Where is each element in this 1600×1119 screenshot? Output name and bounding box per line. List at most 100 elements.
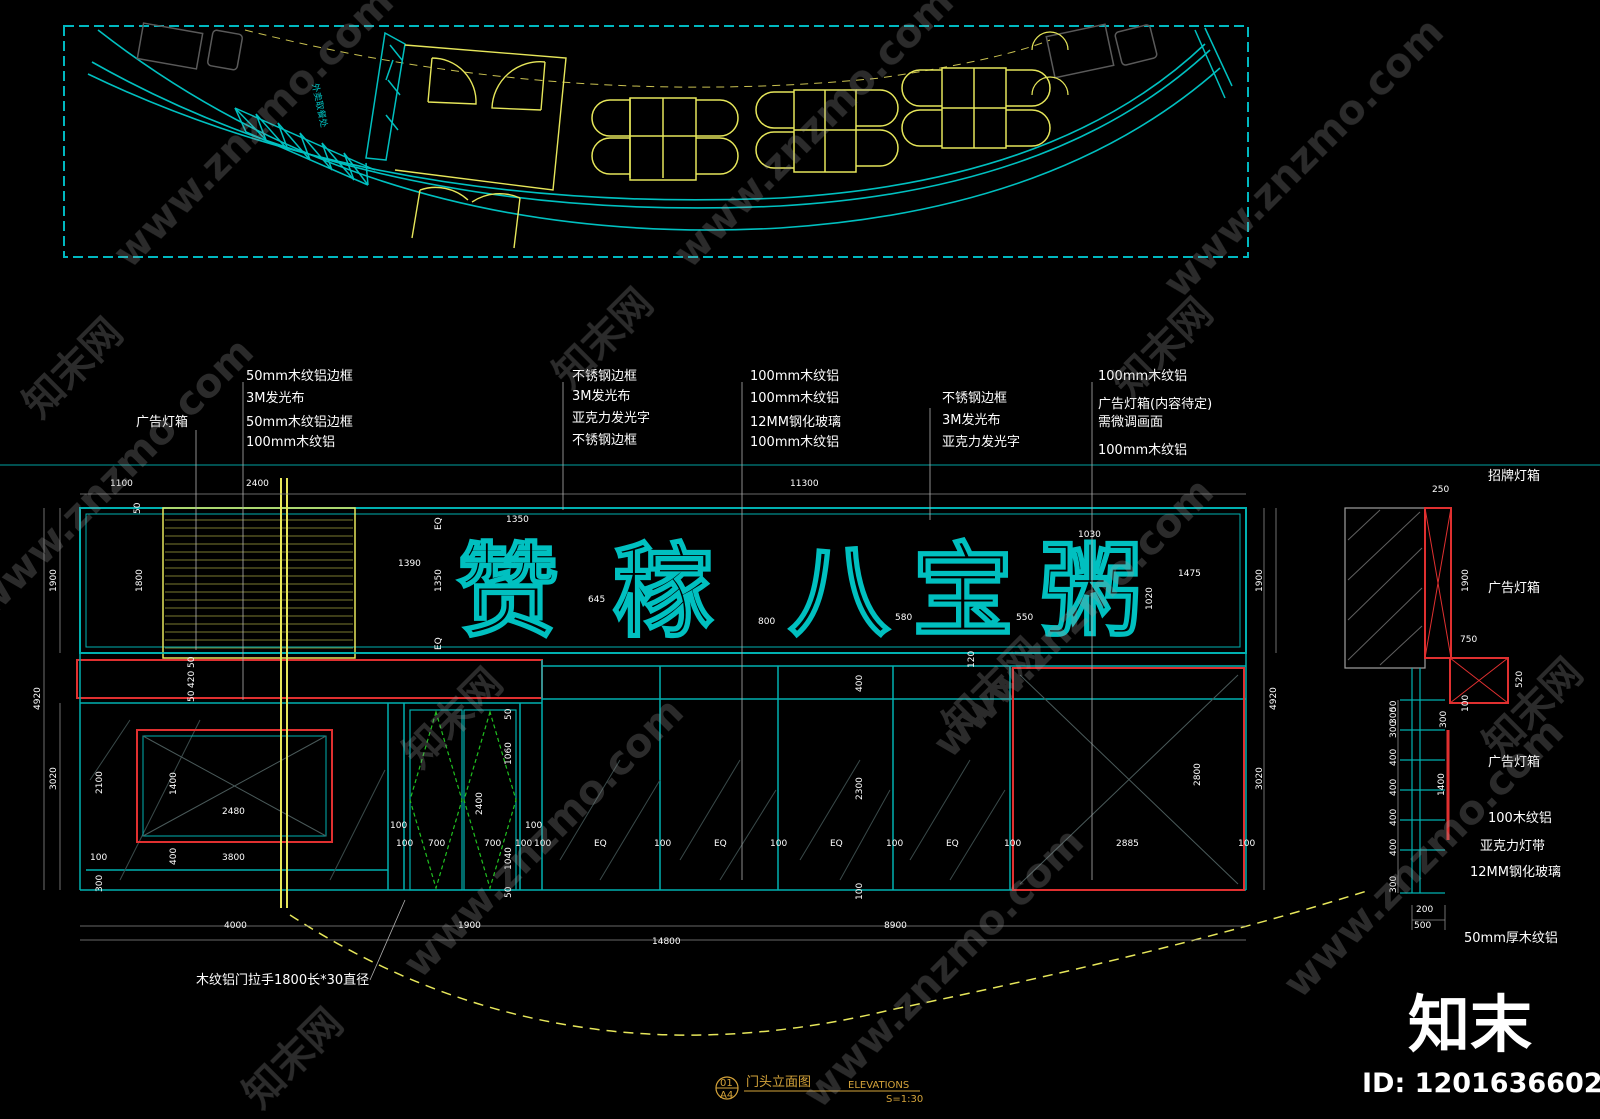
sign-char-1: 赞: [457, 533, 559, 652]
plan-booths: [591, 31, 1069, 181]
dim-l-9: 420: [187, 671, 197, 688]
right-ad-cross: [1019, 674, 1239, 885]
watermark-site-8: www.znzmo.com: [1275, 709, 1573, 1007]
plan-doors: [394, 44, 567, 249]
ad-lightbox-stripes: [165, 519, 353, 649]
sign-lettering: 赞 稼 八 宝 粥: [456, 532, 1143, 653]
callout-handle: 木纹铝门拉手1800长*30直径: [196, 973, 369, 988]
callout-c5-2: 广告灯箱(内容待定): [1098, 396, 1212, 412]
watermark-brand-7: 知末网: [235, 1000, 352, 1117]
dim-w-16: 50: [504, 886, 514, 898]
dim-w-19: 100: [654, 839, 671, 849]
sign-band-inner: [85, 513, 1241, 648]
callout-c2-1: 不锈钢边框: [572, 369, 637, 384]
dim-l-3: 1900: [49, 569, 59, 592]
side-callout-6: 12MM钢化玻璃: [1470, 865, 1561, 880]
dim-w-25: 100: [1004, 839, 1021, 849]
dim-w-1: 1400: [169, 772, 179, 795]
dim-sd-5: 100: [1461, 695, 1471, 712]
side-callout-4: 100木纹铝: [1488, 811, 1552, 826]
dim-w-20: EQ: [714, 839, 727, 849]
dim-b-2: 1900: [458, 921, 481, 931]
watermark-site-4: www.znzmo.com: [1155, 9, 1453, 307]
callout-c1-1: 50mm木纹铝边框: [246, 369, 353, 384]
plan-curve-inner: [87, 43, 1206, 201]
dim-w-13: 1060: [504, 742, 514, 765]
wall-ad-inner: [142, 735, 327, 837]
dim-w-10: 100: [390, 821, 407, 831]
title-main: 门头立面图: [746, 1075, 811, 1090]
dim-w-14: 1040: [504, 847, 514, 870]
side-signbox-red: [1424, 507, 1452, 659]
dim-s-2: 1390: [398, 559, 421, 569]
dim-sd-14: 300: [1389, 876, 1399, 893]
dim-w-32: 4920: [1269, 687, 1279, 710]
dim-w-29: 100: [855, 883, 865, 900]
image-id: ID: 1201636602: [1362, 1068, 1600, 1099]
dim-sd-12: 400: [1389, 809, 1399, 826]
callout-c4-1: 不锈钢边框: [942, 391, 1007, 406]
callout-c1-left: 广告灯箱: [136, 414, 188, 430]
sign-char-4: 宝: [912, 533, 1014, 652]
dim-b-1: 4000: [224, 921, 247, 931]
handle-leader: [369, 899, 406, 981]
title-num: 01: [720, 1078, 733, 1089]
side-callout-2: 广告灯箱: [1488, 580, 1540, 596]
sign-char-2: 稼: [612, 533, 714, 652]
dims-top: 1100 2400 11300: [110, 479, 819, 489]
title-block: 01 A4 门头立面图 ELEVATIONS S=1:30: [715, 1075, 923, 1105]
callout-c2-2: 3M发光布: [572, 388, 631, 404]
dim-sd-9: 300: [1389, 721, 1399, 738]
dim-l-8: 50: [187, 656, 197, 668]
dim-l-1: 50: [133, 502, 143, 514]
dim-w-7: 700: [428, 839, 445, 849]
dim-b-3: 8900: [884, 921, 907, 931]
plan-furniture-left: [136, 22, 1158, 79]
dim-w-33: 3020: [1255, 767, 1265, 790]
dim-w-28: 2300: [855, 777, 865, 800]
side-callouts-text: 招牌灯箱 广告灯箱 广告灯箱 100木纹铝 亚克力灯带 12MM钢化玻璃 50m…: [1464, 468, 1561, 946]
side-callout-1: 招牌灯箱: [1488, 468, 1540, 484]
right-ad-lightbox: [1012, 667, 1245, 891]
swing-arc: [289, 889, 1371, 1036]
dim-w-9: 100: [515, 839, 532, 849]
dim-w-11: 100: [525, 821, 542, 831]
dims-sign: 1350 1390 EQ 1350 EQ 645 800 580 550 103…: [398, 515, 1265, 668]
dim-top-2: 2400: [246, 479, 269, 489]
dim-w-12: 2400: [475, 792, 485, 815]
dim-sd-4: 520: [1515, 671, 1525, 688]
dim-sd-17: 1400: [1437, 773, 1447, 796]
dim-l-5: 3020: [49, 767, 59, 790]
dim-w-2: 2480: [222, 807, 245, 817]
watermark-site-2: www.znzmo.com: [105, 0, 403, 277]
side-callout-5: 亚克力灯带: [1480, 839, 1545, 854]
title-scale: S=1:30: [886, 1094, 923, 1105]
callout-c5-4: 100mm木纹铝: [1098, 443, 1187, 458]
dim-s-12: 1475: [1178, 569, 1201, 579]
dim-w-17: 100: [534, 839, 551, 849]
facade-frame: [79, 508, 1247, 891]
ad-lightbox-top: [162, 507, 356, 659]
plan-end-curve: [1194, 27, 1233, 99]
glazing-hatch: [89, 719, 1006, 881]
callout-c3-2: 100mm木纹铝: [750, 391, 839, 406]
dim-s-10: 1030: [1078, 530, 1101, 540]
dim-s-14: 120: [967, 651, 977, 668]
callout-c1-2: 3M发光布: [246, 390, 305, 406]
side-section: [1344, 507, 1509, 930]
plan-outline: [63, 25, 1249, 258]
callout-c5-1: 100mm木纹铝: [1098, 369, 1187, 384]
dim-s-3: EQ: [434, 517, 444, 530]
dim-sd-10: 400: [1389, 749, 1399, 766]
dim-sd-2: 1900: [1461, 569, 1471, 592]
dim-s-6: 645: [588, 595, 605, 605]
dim-sd-7: 300: [1389, 707, 1399, 724]
dim-l-10: 50: [187, 690, 197, 702]
watermark-brand-5: 知末网: [395, 660, 512, 777]
side-frame: [1400, 668, 1445, 894]
dim-top-1: 1100: [110, 479, 133, 489]
title-sub: A4: [720, 1090, 733, 1101]
callout-c4-3: 亚克力发光字: [942, 434, 1020, 450]
dim-l-7: 300: [95, 875, 105, 892]
